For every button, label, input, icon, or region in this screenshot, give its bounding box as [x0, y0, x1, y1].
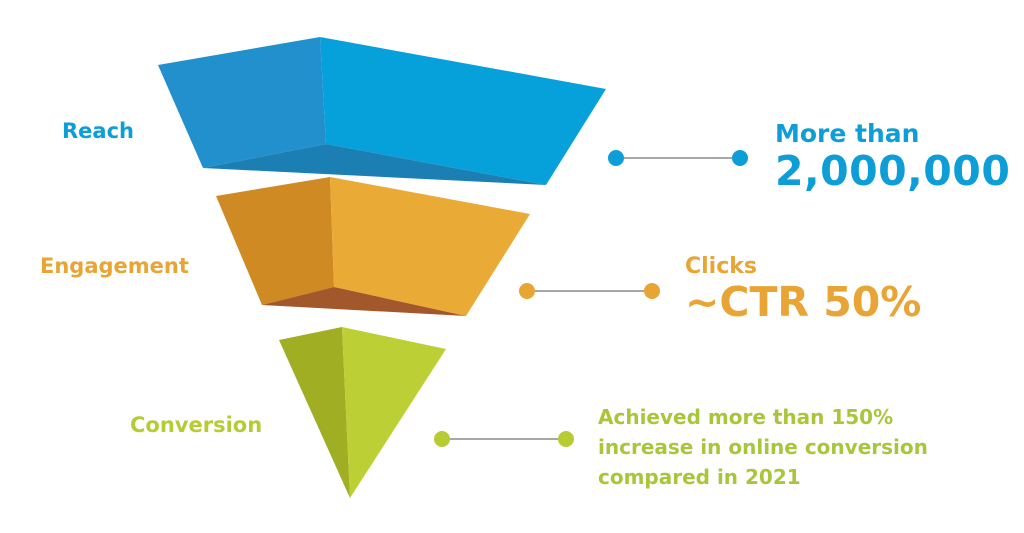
metric-conversion-line: increase in online conversion [598, 435, 928, 459]
engagement-front-face [330, 177, 530, 316]
stage-label-engagement: Engagement [40, 254, 189, 278]
metric-conversion-line: Achieved more than 150% [598, 405, 894, 429]
connector-dot [519, 283, 535, 299]
metric-reach: More than 2,000,000 [775, 120, 1010, 193]
funnel-segment-engagement [216, 177, 530, 316]
funnel-segment-reach [158, 37, 606, 185]
connector-reach [608, 150, 748, 166]
metric-conversion: Achieved more than 150% increase in onli… [598, 402, 928, 492]
metric-engagement-caption: Clicks [685, 254, 757, 279]
metric-reach-value: 2,000,000 [775, 146, 1011, 195]
connector-dot [608, 150, 624, 166]
connector-dot [558, 431, 574, 447]
reach-bottom-face [203, 144, 546, 185]
connector-conversion [434, 431, 574, 447]
connector-dot [644, 283, 660, 299]
engagement-left-face [216, 177, 334, 305]
engagement-bottom-face [262, 287, 466, 316]
metric-conversion-line: compared in 2021 [598, 465, 801, 489]
connector-engagement [519, 283, 660, 299]
metric-reach-caption: More than [775, 119, 920, 148]
conversion-left-face [279, 327, 350, 498]
reach-front-face [320, 37, 606, 185]
connector-dot [732, 150, 748, 166]
metric-engagement-value: ~CTR 50% [685, 278, 922, 327]
connector-dot [434, 431, 450, 447]
funnel-segment-conversion [279, 327, 446, 498]
reach-left-face [158, 37, 326, 168]
stage-label-conversion: Conversion [130, 413, 263, 437]
metric-engagement: Clicks ~CTR 50% [685, 254, 922, 327]
conversion-front-face [342, 327, 446, 498]
stage-label-reach: Reach [62, 119, 134, 143]
